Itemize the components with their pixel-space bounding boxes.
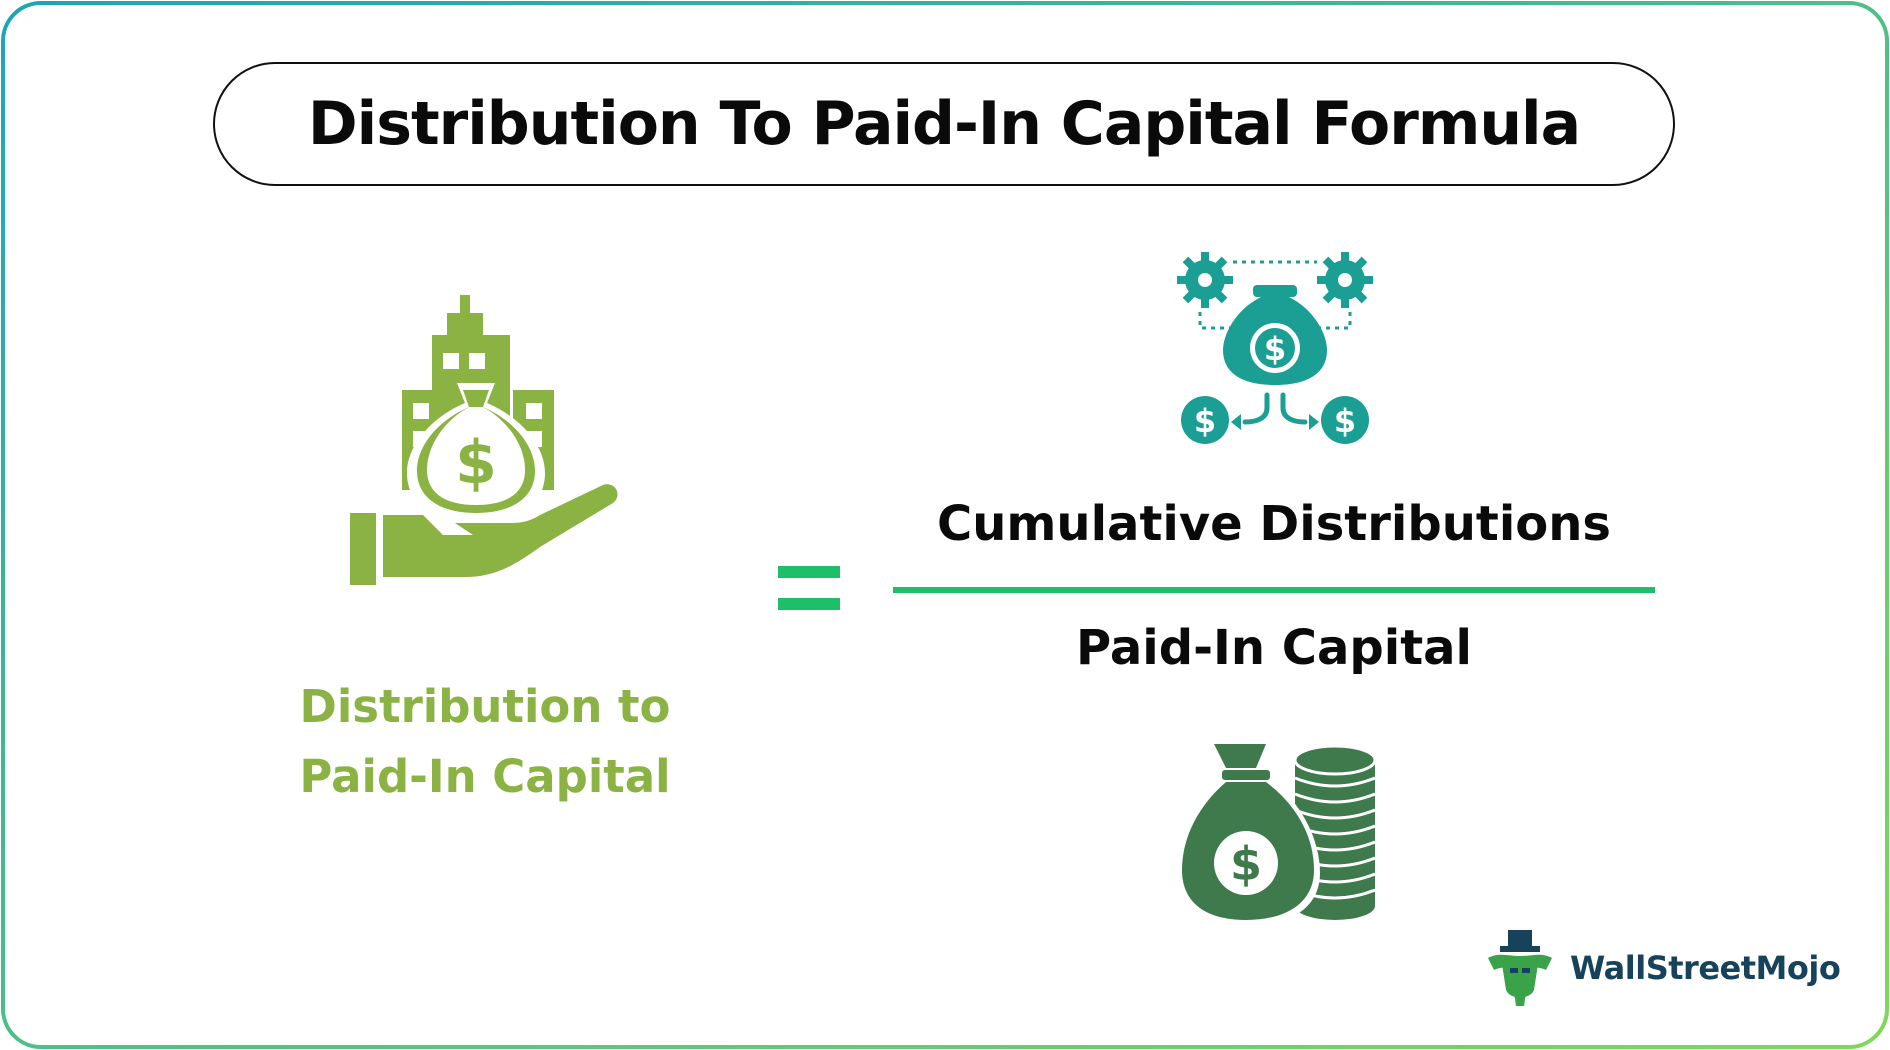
fraction-line — [893, 587, 1655, 593]
svg-text:$: $ — [1194, 402, 1216, 440]
title-banner: Distribution To Paid-In Capital Formula — [213, 62, 1675, 186]
brand-name: WallStreetMojo — [1570, 949, 1841, 987]
svg-text:$: $ — [1334, 402, 1356, 440]
svg-text:$: $ — [455, 428, 497, 498]
equals-bar-top — [778, 566, 840, 578]
equals-sign — [778, 566, 840, 610]
fraction-numerator: Cumulative Distributions — [937, 496, 1611, 552]
money-bag-gears-distribution-icon: $ $ $ — [1175, 250, 1375, 445]
money-bag-coin-stack-icon: $ — [1174, 738, 1377, 928]
svg-text:$: $ — [1230, 837, 1262, 891]
hand-holding-money-bag-buildings-icon: $ — [345, 295, 620, 590]
lhs-label-line1: Distribution to — [299, 680, 671, 733]
lhs-label: Distribution to Paid-In Capital — [230, 672, 740, 812]
lhs-label-line2: Paid-In Capital — [299, 750, 671, 803]
equals-bar-bottom — [778, 598, 840, 610]
page-title: Distribution To Paid-In Capital Formula — [307, 89, 1581, 159]
svg-text:$: $ — [1264, 330, 1286, 368]
fraction-denominator: Paid-In Capital — [1076, 620, 1472, 676]
brand-logo: WallStreetMojo — [1480, 928, 1841, 1008]
wallstreetmojo-mascot-icon — [1480, 928, 1560, 1008]
